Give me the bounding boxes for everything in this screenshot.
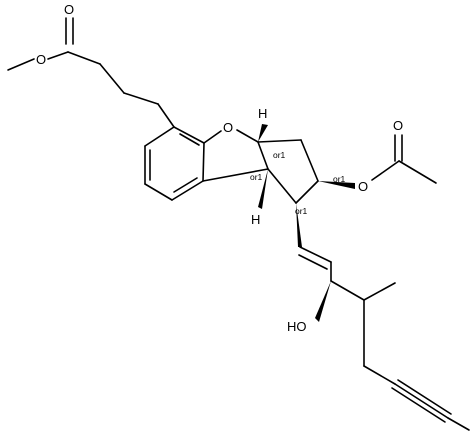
ring-oxygen-label: O <box>223 120 233 135</box>
ester-methoxy-oxygen-label: O <box>36 52 46 67</box>
fused-ring-bonds <box>202 129 319 204</box>
ester-carbonyl-oxygen-label: O <box>64 2 74 17</box>
stereo-tag-or1: or1 <box>295 206 308 216</box>
ester-chain <box>7 17 175 128</box>
hydroxyl-label: HO <box>287 319 307 334</box>
stereo-descriptors: or1 or1 or1 or1 <box>250 150 346 216</box>
atom-labels: O O O O O H H HO <box>36 2 403 334</box>
benzene-ring <box>144 126 205 201</box>
stereo-tag-or1: or1 <box>250 172 263 182</box>
stereo-wedges <box>258 124 355 322</box>
stereo-tag-or1: or1 <box>273 150 286 160</box>
acetate-carbonyl-oxygen-label: O <box>393 118 403 133</box>
stereo-tag-or1: or1 <box>333 174 346 184</box>
hydrogen-top-label: H <box>258 106 267 121</box>
side-chain <box>298 246 470 431</box>
hydrogen-bottom-label: H <box>251 212 260 227</box>
acetate-oxygen-label: O <box>358 179 368 194</box>
acetate-group <box>371 134 437 184</box>
